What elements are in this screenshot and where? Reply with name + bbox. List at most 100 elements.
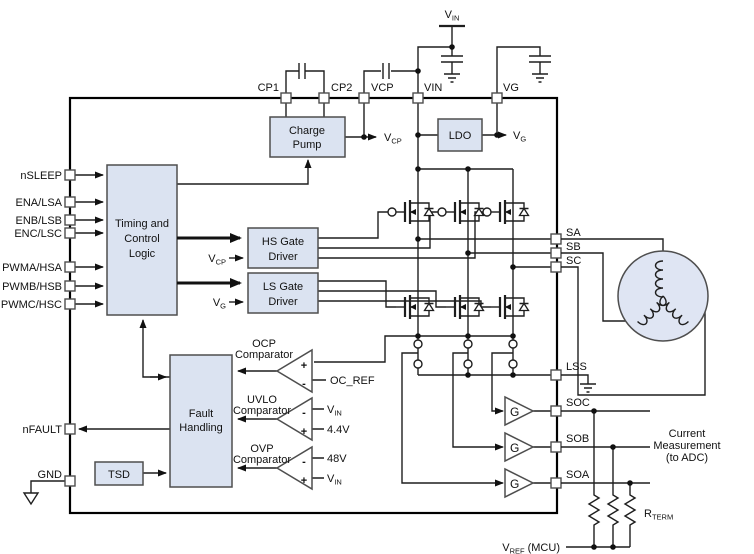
block-fault-handling bbox=[169, 354, 233, 488]
pin-label-sob: SOB bbox=[566, 433, 589, 445]
ocp-plus: + bbox=[301, 360, 307, 372]
pin-label-soa: SOA bbox=[566, 469, 590, 481]
uvlo-title: UVLO bbox=[247, 394, 277, 406]
uvlo-threshold-label: 4.4V bbox=[327, 424, 350, 436]
current-measure-section: Current Measurement (to ADC) RTERM VREF(… bbox=[502, 408, 721, 554]
pin-pwma bbox=[64, 261, 76, 273]
sense-amps: G G G bbox=[504, 395, 551, 499]
fault-section: Fault Handling TSD nFAULT GND bbox=[22, 319, 233, 506]
amp-soa-gain: G bbox=[510, 477, 519, 491]
wire-vin-rail bbox=[418, 168, 514, 203]
pin-label-pwma: PWMA/HSA bbox=[2, 262, 63, 274]
pin-label-enc: ENC/LSC bbox=[14, 228, 62, 240]
pin-gnd bbox=[64, 475, 76, 487]
comparators: + - - + - + OCP Comparator UVLO Comparat… bbox=[233, 338, 375, 491]
ovp-vin-label: VIN bbox=[327, 473, 342, 487]
vin-bulk-cap-and-gnd bbox=[441, 26, 463, 83]
junction-dot bbox=[361, 134, 367, 140]
block-ls-driver bbox=[247, 272, 319, 314]
amp-sob-gain: G bbox=[510, 441, 519, 455]
pin-sob bbox=[550, 441, 562, 453]
pin-soc bbox=[550, 405, 562, 417]
pin-nfault bbox=[64, 423, 76, 435]
junction-dot bbox=[415, 132, 421, 138]
wire-charge-pump-enable bbox=[177, 159, 312, 185]
ovp-plus: + bbox=[301, 475, 307, 487]
gate-terminal-hs-c bbox=[482, 207, 492, 217]
amp-soc-gain: G bbox=[510, 405, 519, 419]
pin-label-sb: SB bbox=[566, 241, 581, 253]
timing-label-2: Control bbox=[124, 233, 159, 245]
block-hs-driver bbox=[247, 227, 319, 269]
cp-flying-cap bbox=[285, 63, 325, 93]
charge-pump-label-1: Charge bbox=[289, 125, 325, 137]
wire-vin-feed bbox=[417, 46, 452, 93]
supply-section: Charge Pump LDO VCP VG bbox=[177, 103, 526, 203]
pin-label-vin: VIN bbox=[424, 82, 442, 94]
pin-label-soc: SOC bbox=[566, 397, 590, 409]
wires-phase-verticals bbox=[417, 221, 514, 298]
current-measure-label-3: (to ADC) bbox=[666, 452, 708, 464]
pin-soa bbox=[550, 477, 562, 489]
current-measure-label-2: Measurement bbox=[653, 440, 720, 452]
junction-dot bbox=[415, 68, 421, 74]
junction-dot bbox=[465, 372, 471, 378]
comparator-uvlo bbox=[275, 396, 313, 442]
pin-ena bbox=[64, 196, 76, 208]
gate-drivers: VCP VG HS Gate Driver LS Gate Driver bbox=[177, 211, 491, 314]
ovp-subtitle: Comparator bbox=[233, 454, 291, 466]
pin-label-pwmb: PWMB/HSB bbox=[2, 281, 62, 293]
ls-driver-label-1: LS Gate bbox=[263, 281, 303, 293]
mosfet-ls-b bbox=[444, 293, 485, 321]
lss-gnd-symbol bbox=[561, 374, 596, 393]
pin-label-vcp: VCP bbox=[371, 82, 394, 94]
wire-gnd-external bbox=[30, 480, 65, 493]
resistor-rterm-1 bbox=[587, 411, 601, 547]
pin-sc bbox=[550, 261, 562, 273]
mosfet-hs-b bbox=[444, 198, 485, 226]
pin-label-sc: SC bbox=[566, 255, 581, 267]
comparator-ovp bbox=[275, 445, 313, 491]
amp-soc bbox=[504, 395, 535, 427]
junction-dot bbox=[510, 333, 516, 339]
pin-enc bbox=[64, 227, 76, 239]
mosfet-hs-a bbox=[394, 198, 435, 226]
pin-pwmc bbox=[64, 298, 76, 310]
junction-dot bbox=[627, 480, 633, 486]
junction-dot bbox=[494, 132, 500, 138]
ovp-title: OVP bbox=[250, 443, 273, 455]
amp-sob bbox=[504, 431, 535, 463]
pin-label-ena: ENA/LSA bbox=[16, 197, 63, 209]
rterm-label: RTERM bbox=[644, 508, 673, 522]
pin-enb bbox=[64, 214, 76, 226]
amp-soa bbox=[504, 467, 535, 499]
ovp-minus: - bbox=[302, 456, 306, 468]
wires-hs-gate-feeds bbox=[318, 211, 483, 259]
pin-sb bbox=[550, 247, 562, 259]
junction-dot bbox=[510, 264, 516, 270]
junction-dot bbox=[415, 333, 421, 339]
pin-vg bbox=[491, 92, 503, 104]
ls-driver-label-2: Driver bbox=[268, 296, 298, 308]
fault-label-2: Handling bbox=[179, 422, 222, 434]
junction-dot bbox=[465, 250, 471, 256]
wire-sb-to-motor bbox=[561, 252, 637, 322]
ls-vg-label: VG bbox=[213, 297, 226, 311]
fet-bridge bbox=[314, 166, 551, 487]
wires-so-outputs bbox=[561, 410, 650, 484]
resistor-rterm-3 bbox=[623, 483, 637, 547]
pin-label-lss: LSS bbox=[566, 361, 587, 373]
motor-section bbox=[561, 238, 709, 396]
junction-dot bbox=[449, 44, 455, 50]
pin-label-cp1: CP1 bbox=[258, 82, 279, 94]
sense-terminal-c2 bbox=[508, 359, 518, 369]
block-ldo bbox=[437, 118, 483, 152]
pin-vcp bbox=[358, 92, 370, 104]
timing-label-3: Logic bbox=[129, 248, 156, 260]
block-tsd bbox=[94, 461, 144, 486]
left-input-pins: nSLEEP ENA/LSA ENB/LSB ENC/LSC PWMA/HSA … bbox=[1, 169, 104, 311]
junction-dot bbox=[610, 444, 616, 450]
pin-lss bbox=[550, 369, 562, 381]
sense-terminal-a2 bbox=[413, 359, 423, 369]
